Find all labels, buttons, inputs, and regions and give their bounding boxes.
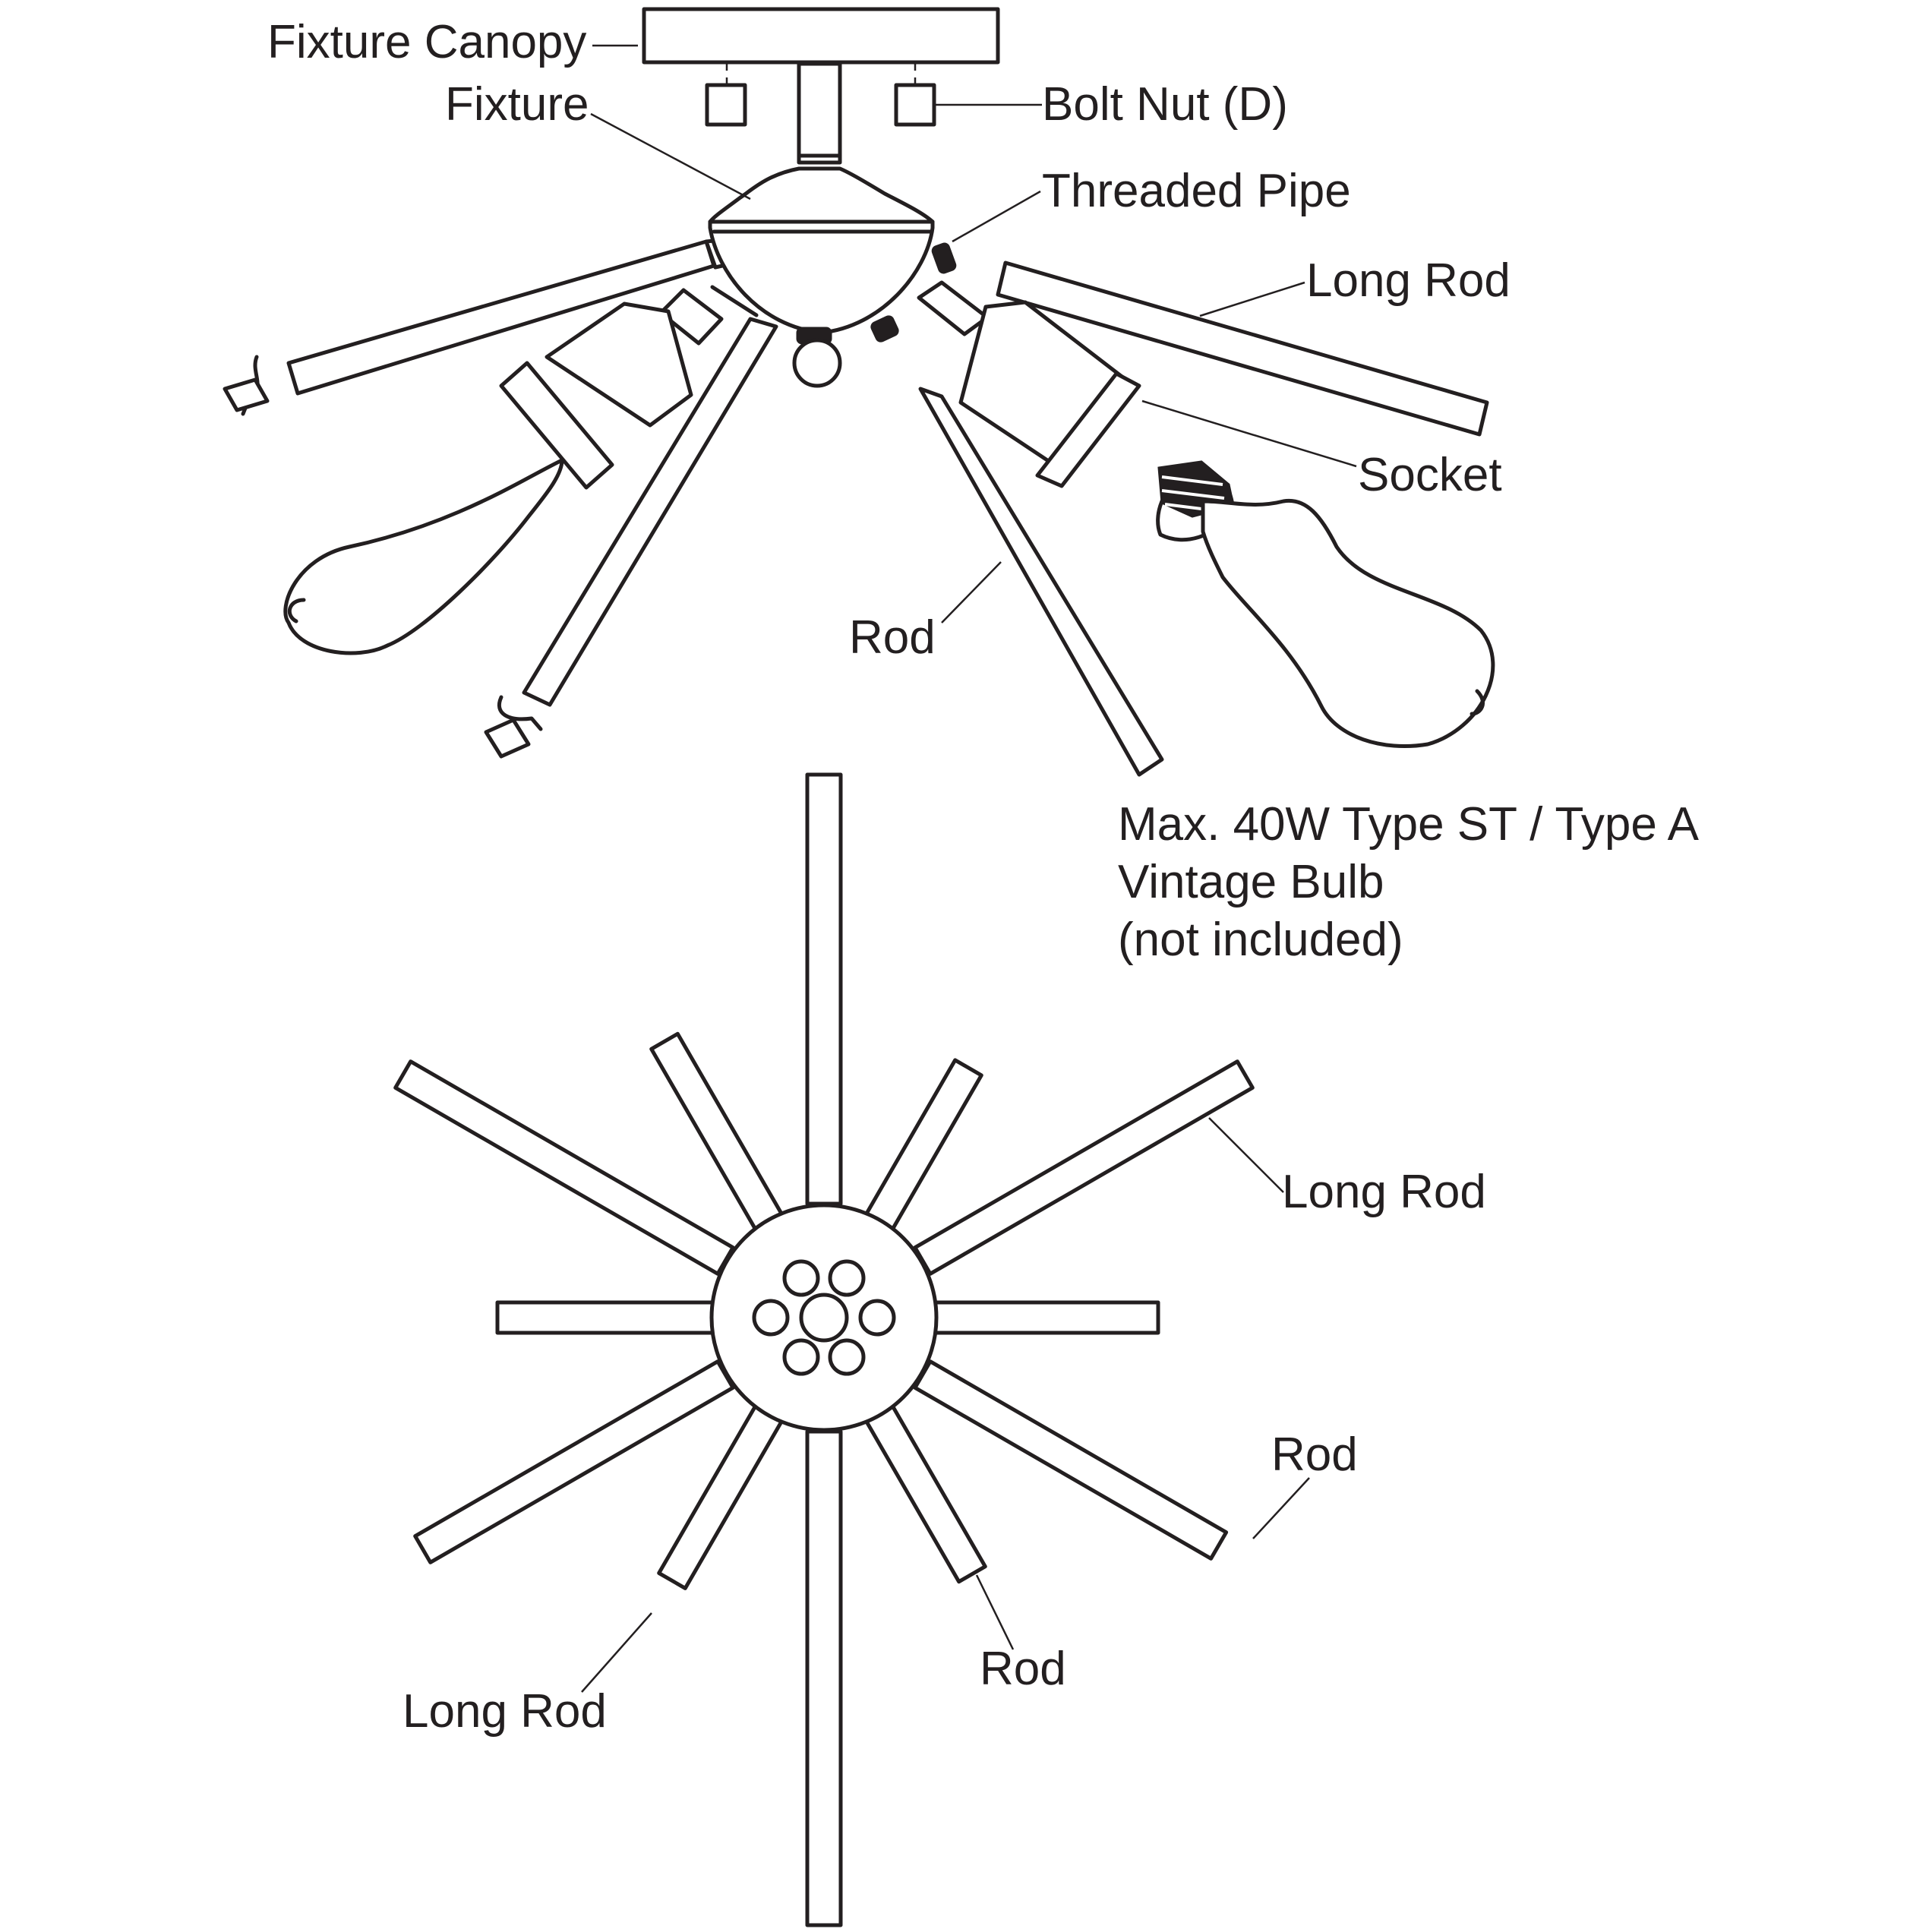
threaded-pipe bbox=[797, 62, 842, 165]
rod-lower-right-inner-end bbox=[828, 1338, 866, 1376]
rod-upper-left-inner-end bbox=[782, 1259, 820, 1297]
rod-left-end bbox=[752, 1299, 790, 1337]
hub-center bbox=[799, 1293, 849, 1343]
bulb-left bbox=[283, 458, 564, 655]
rod-upper-right-inner-end bbox=[828, 1259, 866, 1297]
fixture-hub bbox=[708, 219, 935, 335]
bolt-nut-right bbox=[894, 83, 936, 127]
bulb-note-line-3: (not included) bbox=[1118, 914, 1403, 966]
rod-up bbox=[805, 772, 843, 1206]
rod-lower-left-inner-end bbox=[782, 1338, 820, 1376]
label-socket: Socket bbox=[1358, 449, 1502, 501]
rod-down bbox=[805, 1429, 843, 1927]
label-long-rod-right: Long Rod bbox=[1282, 1166, 1486, 1218]
bulb-note: Max. 40W Type ST / Type A Vintage Bulb (… bbox=[1118, 798, 1700, 966]
side-view: Fixture Canopy Fixture Bolt Nut (D) Thre… bbox=[223, 7, 1511, 777]
label-long-rod-left: Long Rod bbox=[402, 1685, 607, 1738]
label-threaded-pipe: Threaded Pipe bbox=[1042, 165, 1351, 217]
label-bolt-nut: Bolt Nut (D) bbox=[1042, 78, 1288, 131]
rod-right-end bbox=[858, 1299, 896, 1337]
label-rod-right: Rod bbox=[1271, 1428, 1358, 1481]
label-fixture-canopy: Fixture Canopy bbox=[267, 16, 586, 68]
right-socket bbox=[917, 280, 1357, 488]
bulb-note-line-1: Max. 40W Type ST / Type A bbox=[1118, 798, 1700, 851]
rod-ends bbox=[752, 1259, 896, 1376]
top-down-view: Long Rod Rod Rod Long Rod bbox=[393, 772, 1486, 1927]
bulb-note-line-2: Vintage Bulb bbox=[1118, 856, 1384, 908]
label-rod-bottom: Rod bbox=[980, 1643, 1066, 1695]
label-long-rod-top: Long Rod bbox=[1306, 254, 1511, 307]
fixture-canopy bbox=[642, 7, 1000, 65]
label-rod-top: Rod bbox=[849, 611, 936, 664]
bulb-right bbox=[1156, 460, 1495, 749]
left-socket-bulb bbox=[283, 288, 724, 655]
label-fixture: Fixture bbox=[445, 78, 589, 131]
bolt-nut-left bbox=[705, 83, 747, 127]
